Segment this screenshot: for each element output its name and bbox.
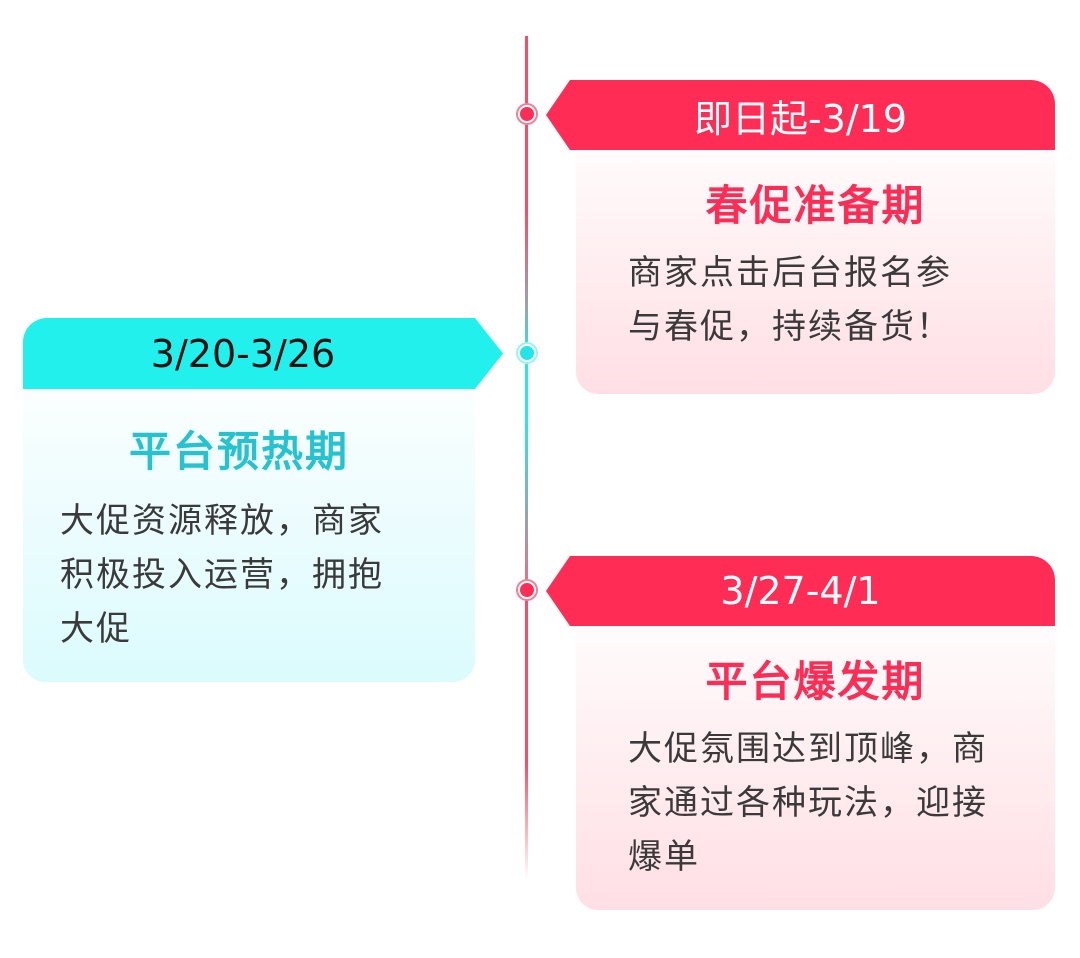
phase-card: [23, 360, 475, 682]
phase-date-banner: 3/27-4/1: [546, 556, 1055, 626]
phase-date: 3/20-3/26: [150, 331, 336, 376]
timeline-node-icon: [518, 581, 536, 599]
phase-description: 商家点击后台报名参 与春促，持续备货！: [628, 253, 952, 347]
phase-title: 春促准备期: [705, 181, 926, 230]
timeline-line: [525, 114, 528, 353]
timeline-node-icon: [518, 105, 536, 123]
phase-title: 平台预热期: [128, 427, 349, 476]
phase-card: [576, 596, 1055, 910]
phase-date: 即日起-3/19: [693, 96, 908, 141]
phase-date-banner: 3/20-3/26: [23, 318, 503, 389]
phase-date: 3/27-4/1: [720, 569, 881, 613]
phase-description: 大促氛围达到顶峰，商 家通过各种玩法，迎接 爆单: [628, 729, 988, 877]
timeline-line: [525, 353, 528, 590]
phase-title: 平台爆发期: [705, 657, 926, 706]
timeline-line: [525, 590, 528, 880]
timeline-line: [525, 36, 528, 114]
phase-card: [576, 120, 1055, 394]
timeline-node-icon: [518, 344, 536, 362]
phase-date-banner: 即日起-3/19: [546, 80, 1055, 150]
phase-description: 大促资源释放，商家 积极投入运营，拥抱 大促: [60, 501, 384, 649]
